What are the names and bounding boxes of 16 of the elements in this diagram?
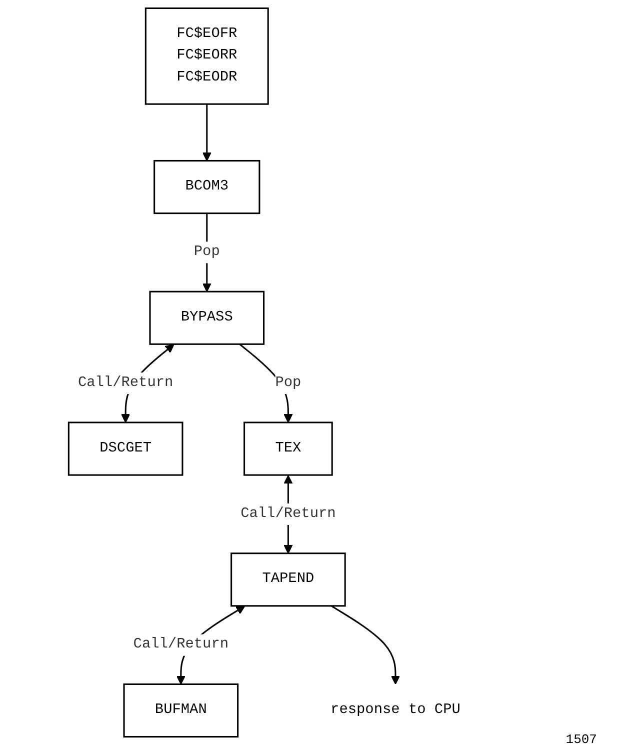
arrow <box>330 605 400 685</box>
node-box: TEX <box>244 422 333 476</box>
node-box: BUFMAN <box>123 683 239 738</box>
node-text: response to CPU <box>330 702 460 718</box>
node-box: TAPEND <box>230 552 346 607</box>
arrow <box>202 104 212 162</box>
edge-label: Call/Return <box>240 505 336 522</box>
edge-label: Pop <box>194 244 220 260</box>
edge-label: Call/Return <box>133 636 229 653</box>
node-box: BYPASS <box>149 290 265 345</box>
node-box: FC$EOFR FC$EORR FC$EODR <box>144 7 269 105</box>
node-box: DSCGET <box>68 422 184 476</box>
node-box: BCOM3 <box>154 160 260 214</box>
figure-number: 1507 <box>566 732 597 747</box>
edge-label: Call/Return <box>78 374 174 392</box>
edge-label: Pop <box>275 374 302 392</box>
